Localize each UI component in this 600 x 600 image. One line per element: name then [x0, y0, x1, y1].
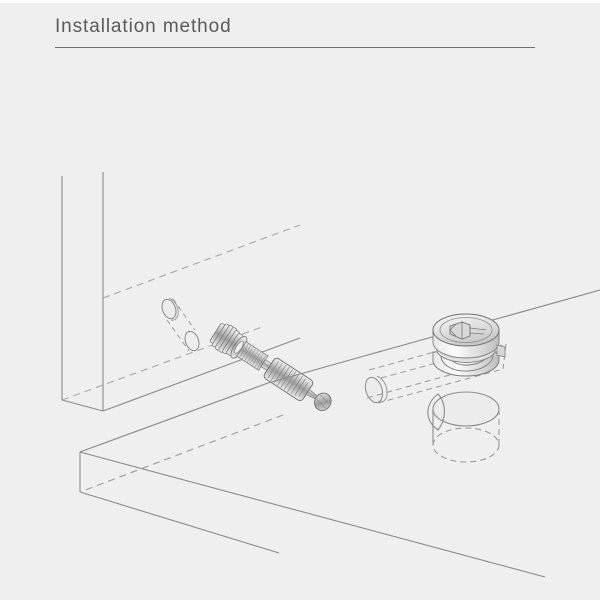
bore-projection-lower-guide — [366, 368, 472, 399]
bolt-head-threads — [209, 323, 244, 356]
bolt-head-tip — [314, 392, 332, 411]
bore-projection-bottom — [377, 368, 504, 404]
vertical-panel-bottom-front — [102, 337, 301, 412]
page-top-edge — [0, 0, 600, 3]
page-title: Installation method — [55, 16, 232, 37]
cam-bore — [427, 391, 500, 463]
cam-top-inner-rim — [439, 317, 493, 343]
horizontal-panel-edge-hole — [364, 375, 388, 404]
vertical-panel — [61, 172, 301, 412]
vertical-panel-dowel-hole — [161, 297, 200, 352]
horizontal-panel-hidden-edge — [79, 414, 284, 493]
bolt-shank-threads — [239, 343, 267, 370]
title-divider — [55, 47, 535, 48]
cam-lock-disc — [432, 313, 506, 377]
cam-drive-slot — [449, 321, 471, 340]
horizontal-panel-bottom-left — [79, 491, 280, 554]
cam-bore-bottom — [432, 427, 500, 463]
cam-side-lug — [496, 344, 506, 358]
dowel-hole-mouth — [161, 298, 177, 320]
dowel-bore-projection-top — [172, 298, 196, 331]
edge-hole-mouth — [364, 376, 384, 404]
dowel-bore-projection-bottom — [166, 319, 190, 352]
bolt-collar-bore — [234, 340, 244, 354]
vertical-panel-hidden-top — [102, 224, 301, 299]
horizontal-panel-top-left — [79, 382, 269, 453]
bolt-head-tip-slot — [316, 394, 329, 409]
dowel-bore-end — [184, 330, 200, 352]
cam-arrow-indicator — [469, 327, 487, 335]
cam-bore-dowel-intersection — [427, 393, 445, 431]
bolt-dowel-ribs — [267, 361, 309, 397]
horizontal-panel-top-front-left — [267, 357, 358, 384]
connector-bolt — [209, 323, 332, 411]
horizontal-panel — [79, 289, 600, 578]
horizontal-panel-front-lower — [79, 451, 546, 578]
vertical-panel-bottom-left — [61, 399, 104, 412]
dowel-hole-inner-arc — [169, 297, 179, 321]
